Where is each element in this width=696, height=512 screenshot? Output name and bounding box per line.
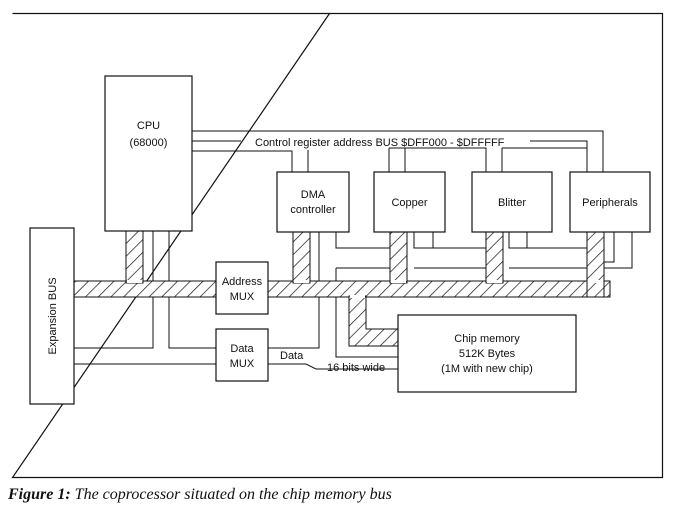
figure-caption-text: The coprocessor situated on the chip mem…	[74, 486, 392, 503]
svg-text:Blitter: Blitter	[498, 197, 526, 209]
width-label: 16 bits wide	[327, 362, 385, 374]
memory-bus-branch	[348, 295, 399, 347]
svg-text:Address: Address	[222, 276, 263, 288]
svg-text:Data: Data	[230, 343, 254, 355]
svg-text:512K Bytes: 512K Bytes	[459, 348, 516, 360]
cpu-bus-drop	[125, 230, 144, 284]
blitter-bus-drop	[485, 230, 504, 284]
cpu-block: CPU (68000)	[104, 75, 193, 232]
peripherals-bus-drop	[586, 230, 605, 298]
peripherals-block: Peripherals	[569, 171, 651, 233]
figure-caption: Figure 1: The coprocessor situated on th…	[8, 486, 392, 504]
svg-text:controller: controller	[290, 204, 336, 216]
chip-memory-bus	[73, 230, 611, 347]
expansion-bus-block: Expansion BUS	[29, 227, 75, 405]
control-bus-label: Control register address BUS $DFF000 - $…	[255, 137, 505, 149]
copper-block: Copper	[373, 171, 446, 233]
blitter-block: Blitter	[471, 171, 553, 233]
svg-text:Copper: Copper	[391, 197, 427, 209]
dma-controller-block: DMA controller	[276, 171, 350, 233]
frame-edges	[11, 12, 664, 479]
data-mux-block: Data MUX	[215, 328, 269, 382]
svg-text:MUX: MUX	[230, 358, 255, 370]
svg-text:Expansion BUS: Expansion BUS	[47, 277, 59, 354]
svg-text:DMA: DMA	[301, 189, 326, 201]
svg-text:Peripherals: Peripherals	[582, 197, 638, 209]
svg-text:CPU: CPU	[137, 120, 160, 132]
copper-bus-drop	[389, 230, 408, 284]
dma-bus-drop	[292, 230, 311, 284]
main-bus-left	[73, 280, 217, 298]
svg-text:Chip memory: Chip memory	[454, 333, 520, 345]
data-label: Data	[280, 350, 304, 362]
main-bus-right	[266, 280, 611, 298]
address-mux-block: Address MUX	[215, 261, 269, 315]
svg-text:(68000): (68000)	[130, 137, 168, 149]
signal-lines	[74, 231, 633, 370]
figure-label: Figure 1:	[8, 486, 71, 503]
svg-text:(1M with new chip): (1M with new chip)	[441, 363, 533, 375]
chip-memory-block: Chip memory 512K Bytes (1M with new chip…	[397, 314, 577, 393]
svg-text:MUX: MUX	[230, 291, 255, 303]
control-register-bus	[192, 130, 604, 172]
